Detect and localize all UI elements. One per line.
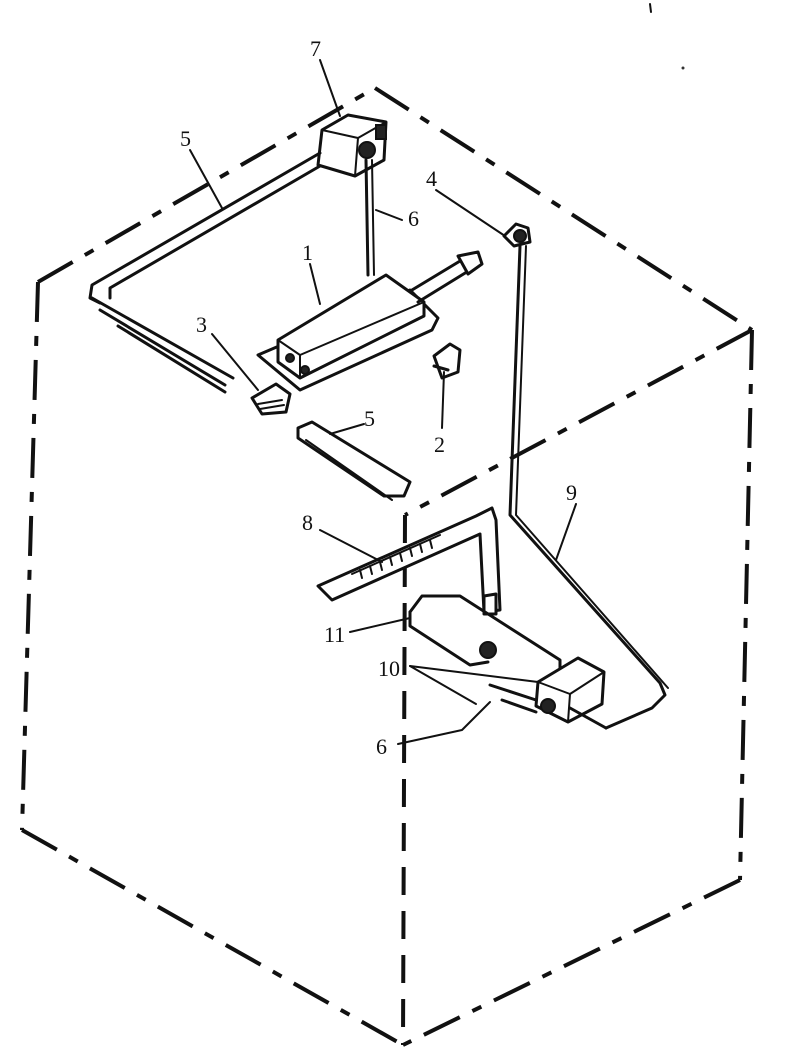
stray-mark [649,3,652,13]
label-4: 4 [426,166,437,191]
label-11: 11 [324,622,345,647]
valve-top [316,113,388,178]
label-6-bottom: 6 [376,734,387,759]
flame-spreader [296,420,412,501]
label-1: 1 [302,240,313,265]
label-3: 3 [196,312,207,337]
label-7: 7 [310,36,321,61]
label-5-bottom: 5 [364,406,375,431]
gas-line-9 [502,222,669,730]
stray-mark [681,66,685,70]
valve-bottom [488,656,608,730]
bake-burner [316,506,502,616]
label-6-top: 6 [408,206,419,231]
label-5-top: 5 [180,126,191,151]
bracket-part-3 [250,382,292,416]
cabinet-outline [20,86,754,1047]
leader-lines [189,59,577,745]
label-2: 2 [434,432,445,457]
label-10: 10 [378,656,400,681]
manifold-loop [408,594,562,674]
clip-part-2 [432,342,462,380]
part-labels: 7 5 4 6 1 3 5 2 9 8 11 10 6 [180,36,577,759]
label-9: 9 [566,480,577,505]
burner-tube-top [88,151,322,394]
gas-line-top [364,158,375,277]
broil-burner [256,250,484,392]
label-8: 8 [302,510,313,535]
